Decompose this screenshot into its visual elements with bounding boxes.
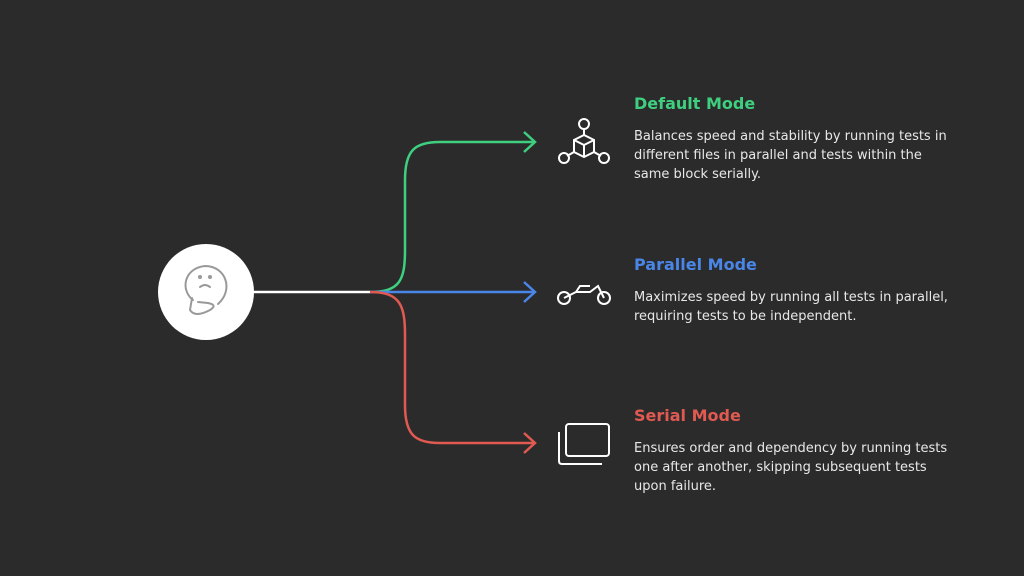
parallel-mode-block: Parallel Mode Maximizes speed by running… (634, 255, 954, 326)
motorcycle-icon (557, 284, 611, 305)
serial-arrowhead (523, 432, 537, 454)
default-mode-description: Balances speed and stability by running … (634, 129, 947, 182)
serial-mode-title: Serial Mode (634, 406, 741, 425)
default-mode-title: Default Mode (634, 94, 756, 113)
default-mode-block: Default Mode Balances speed and stabilit… (634, 94, 954, 184)
parallel-mode-description: Maximizes speed by running all tests in … (634, 290, 948, 324)
serial-mode-block: Serial Mode Ensures order and dependency… (634, 406, 954, 496)
serial-mode-description: Ensures order and dependency by running … (634, 441, 948, 494)
default-branch (369, 140, 534, 294)
center-node (158, 244, 254, 340)
thinking-face-icon (184, 264, 228, 315)
stacked-pages-icon (558, 423, 610, 465)
parallel-arrowhead (523, 281, 537, 303)
network-cube-icon (558, 118, 610, 164)
serial-branch (369, 290, 534, 445)
parallel-mode-title: Parallel Mode (634, 255, 757, 274)
default-arrowhead (523, 131, 537, 153)
